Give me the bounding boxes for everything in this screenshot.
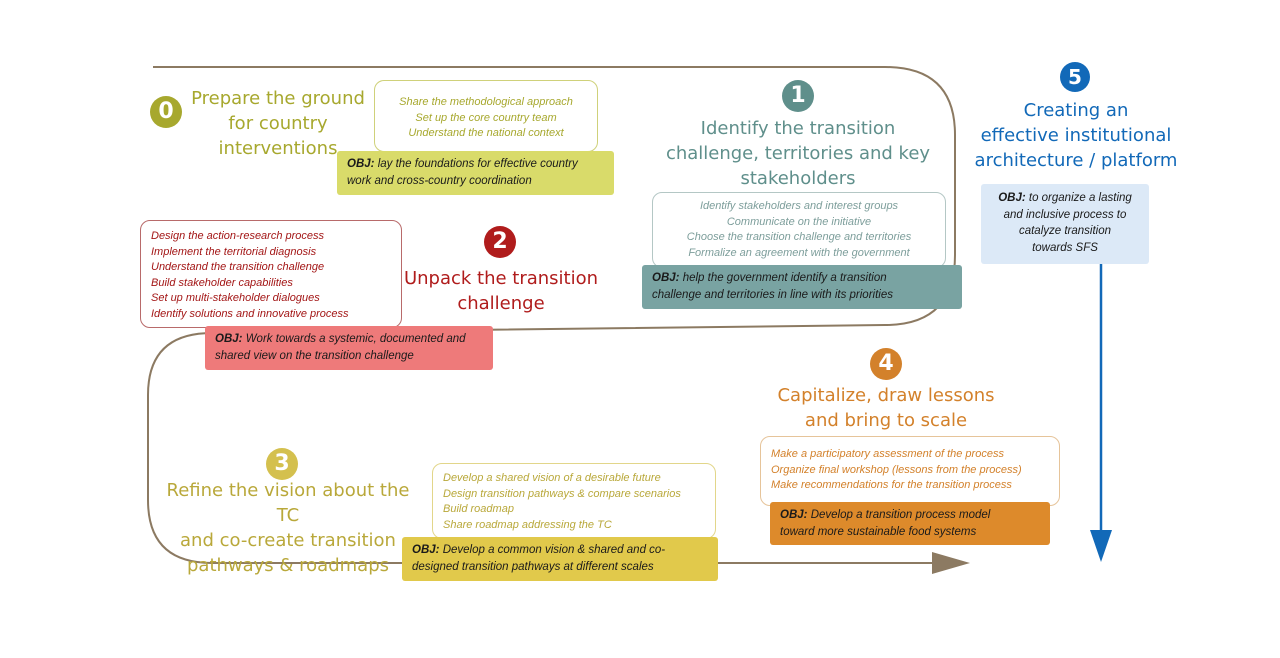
step-4-number-badge: 4 [870, 348, 902, 380]
step-2-activities-box: Design the action-research process Imple… [140, 220, 402, 328]
step-0-activity: Understand the national context [408, 127, 564, 139]
step-3-activities-box: Develop a shared vision of a desirable f… [432, 463, 716, 539]
step-5-objective-text: towards SFS [1032, 241, 1098, 254]
step-0-objective-text: work and cross-country coordination [347, 174, 532, 187]
flow-path-line [147, 66, 960, 564]
step-5-title: Creating an effective institutional arch… [974, 100, 1178, 171]
step-3-activity: Share roadmap addressing the TC [443, 518, 612, 531]
step-5-objective-text: and inclusive process to [1003, 208, 1127, 221]
objective-label: OBJ: [998, 192, 1026, 204]
step-2-activity: Understand the transition challenge [151, 261, 325, 273]
step-3-title: Refine the vision about the TC and co-cr… [166, 480, 410, 576]
step-0-objective: OBJ: lay the foundations for effective c… [337, 151, 614, 195]
step-4-objective-text: Develop a transition process model [810, 509, 991, 521]
step-2-number-badge: 2 [484, 226, 516, 258]
step-0-objective-text: lay the foundations for effective countr… [377, 158, 578, 170]
step-5-objective: OBJ: to organize a lasting and inclusive… [981, 184, 1149, 264]
step-3-activity: Design transition pathways & compare sce… [443, 487, 681, 500]
step-4-objective: OBJ: Develop a transition process model … [770, 502, 1050, 545]
step-2-activity: Set up multi-stakeholder dialogues [151, 292, 320, 304]
step-4-title: Capitalize, draw lessons and bring to sc… [777, 385, 995, 431]
step-2-title: Unpack the transition challenge [403, 268, 599, 314]
step-1-activity: Choose the transition challenge and terr… [686, 231, 912, 243]
step5-arrowhead [1090, 530, 1112, 562]
step-3-objective-text: designed transition pathways at differen… [412, 560, 654, 573]
step-0-activities-box: Share the methodological approach Set up… [374, 80, 598, 152]
step-2-activity: Implement the territorial diagnosis [151, 245, 317, 258]
step-1-objective-text: challenge and territories in line with i… [652, 288, 893, 301]
step-1-number-badge: 1 [782, 80, 814, 112]
objective-label: OBJ: [215, 333, 243, 345]
step-2-objective-text: Work towards a systemic, documented and [245, 333, 466, 345]
step-2-activity: Build stakeholder capabilities [151, 276, 293, 289]
step-1-activity: Formalize an agreement with the governme… [688, 246, 910, 259]
step-2-objective: OBJ: Work towards a systemic, documented… [205, 326, 493, 370]
step-0-activity: Share the methodological approach [399, 96, 573, 108]
step-3-activity: Build roadmap [443, 503, 514, 515]
objective-label: OBJ: [652, 272, 680, 284]
step-3-number-badge: 3 [266, 448, 298, 480]
step-4-activities-box: Make a participatory assessment of the p… [760, 436, 1060, 506]
step-3-objective-text: Develop a common vision & shared and co- [442, 544, 666, 556]
step-3-objective: OBJ: Develop a common vision & shared an… [402, 537, 718, 581]
objective-label: OBJ: [780, 509, 808, 521]
step-2-activity: Identify solutions and innovative proces… [151, 307, 349, 320]
step-0-activity: Set up the core country team [415, 111, 557, 124]
step-5-objective-text: catalyze transition [1018, 225, 1112, 237]
objective-label: OBJ: [347, 158, 375, 170]
step-4-activity: Make recommendations for the transition … [771, 479, 1012, 491]
step-1-title: Identify the transition challenge, terri… [665, 118, 931, 189]
step-1-objective-text: help the government identify a transitio… [682, 272, 887, 284]
step-1-activity: Identify stakeholders and interest group… [699, 200, 899, 212]
step-4-activity: Organize final workshop (lessons from th… [771, 463, 1022, 476]
step-0-number-badge: 0 [150, 96, 182, 128]
step-2-objective-text: shared view on the transition challenge [215, 349, 414, 362]
step-0-title: Prepare the ground for country intervent… [191, 88, 365, 159]
step-2-activity: Design the action-research process [151, 230, 325, 242]
step-5-number-badge: 5 [1060, 62, 1090, 92]
step-4-objective-text: toward more sustainable food systems [780, 525, 977, 538]
objective-label: OBJ: [412, 544, 440, 556]
step-1-activity: Communicate on the initiative [726, 215, 872, 228]
step-3-activity: Develop a shared vision of a desirable f… [443, 472, 661, 484]
flow-arrowhead [932, 552, 970, 574]
step-5-objective-text: to organize a lasting [1028, 192, 1132, 204]
step-4-activity: Make a participatory assessment of the p… [771, 448, 1004, 460]
step-1-activities-box: Identify stakeholders and interest group… [652, 192, 946, 268]
step-1-objective: OBJ: help the government identify a tran… [642, 265, 962, 309]
